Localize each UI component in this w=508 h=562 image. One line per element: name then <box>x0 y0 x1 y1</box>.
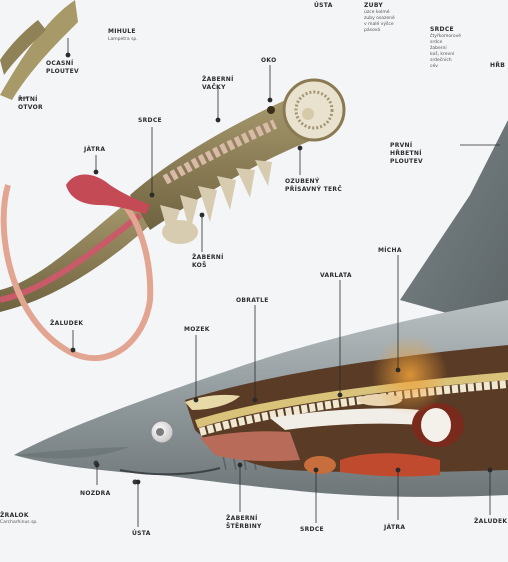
label-nozdra: NOZDRA <box>80 490 111 498</box>
label-usta-top: ÚSTA <box>314 2 333 10</box>
label-varlata: VARLATA <box>320 272 352 280</box>
label-ozubeny-prisavny-terc: OZUBENÝ PŘÍSAVNÝ TERČ <box>285 178 357 194</box>
label-srdce-lamprey: SRDCE <box>138 117 162 125</box>
label-jatra-lamprey: JÁTRA <box>84 146 105 154</box>
label-zuby: ZUBY <box>364 2 383 10</box>
label-prvni-hrbetni-ploutev: PRVNÍ HŘBETNÍ PLOUTEV <box>390 142 438 166</box>
label-oko: OKO <box>261 57 276 65</box>
label-ritni-otvor: ŘITNÍ OTVOR <box>18 96 58 112</box>
label-zralok-latin: Carcharhinus sp. <box>0 520 38 526</box>
shark-pupil <box>156 428 164 436</box>
shark-liver <box>340 453 440 476</box>
label-zuby-desc: úzce kolmé zuby osazené v malé výšce pás… <box>364 10 414 34</box>
label-zaberni-kos: ŽABERNÍ KOŠ <box>192 254 224 270</box>
label-usta-bottom: ÚSTA <box>132 530 151 538</box>
label-mihule: MIHULE <box>108 28 136 36</box>
label-zaberni-sterbiny: ŽABERNÍ ŠTĚRBINY <box>226 515 262 531</box>
lamprey-mouth <box>302 108 314 120</box>
label-obratle: OBRATLE <box>236 297 269 305</box>
label-ocasni-ploutev: OCASNÍ PLOUTEV <box>46 60 90 76</box>
shark-heart <box>304 456 336 474</box>
label-zaludek-lamprey: ŽALUDEK <box>50 320 83 328</box>
label-srdce-right: SRDCE <box>430 26 454 34</box>
label-srdce-right-desc: čtyřkomorové srdce žaberní koš, krevní s… <box>430 34 476 70</box>
label-hrb-edge: HŘB <box>490 62 505 70</box>
orange-glow <box>372 335 448 415</box>
label-jatra-shark: JÁTRA <box>384 524 405 532</box>
label-zaludek-shark: ŽALUDEK <box>474 518 507 526</box>
lamprey-oral-disc <box>284 80 344 140</box>
label-zralok: ŽRALOK <box>0 512 29 520</box>
lamprey-eye <box>267 106 275 114</box>
shark-stomach-lumen <box>421 408 451 442</box>
label-micha: MÍCHA <box>378 247 402 255</box>
label-mihule-latin: Lampetra sp. <box>108 37 138 43</box>
label-srdce-shark: SRDCE <box>300 526 324 534</box>
label-zaberni-vacky: ŽABERNÍ VAČKY <box>202 76 238 92</box>
label-mozek: MOZEK <box>184 326 210 334</box>
